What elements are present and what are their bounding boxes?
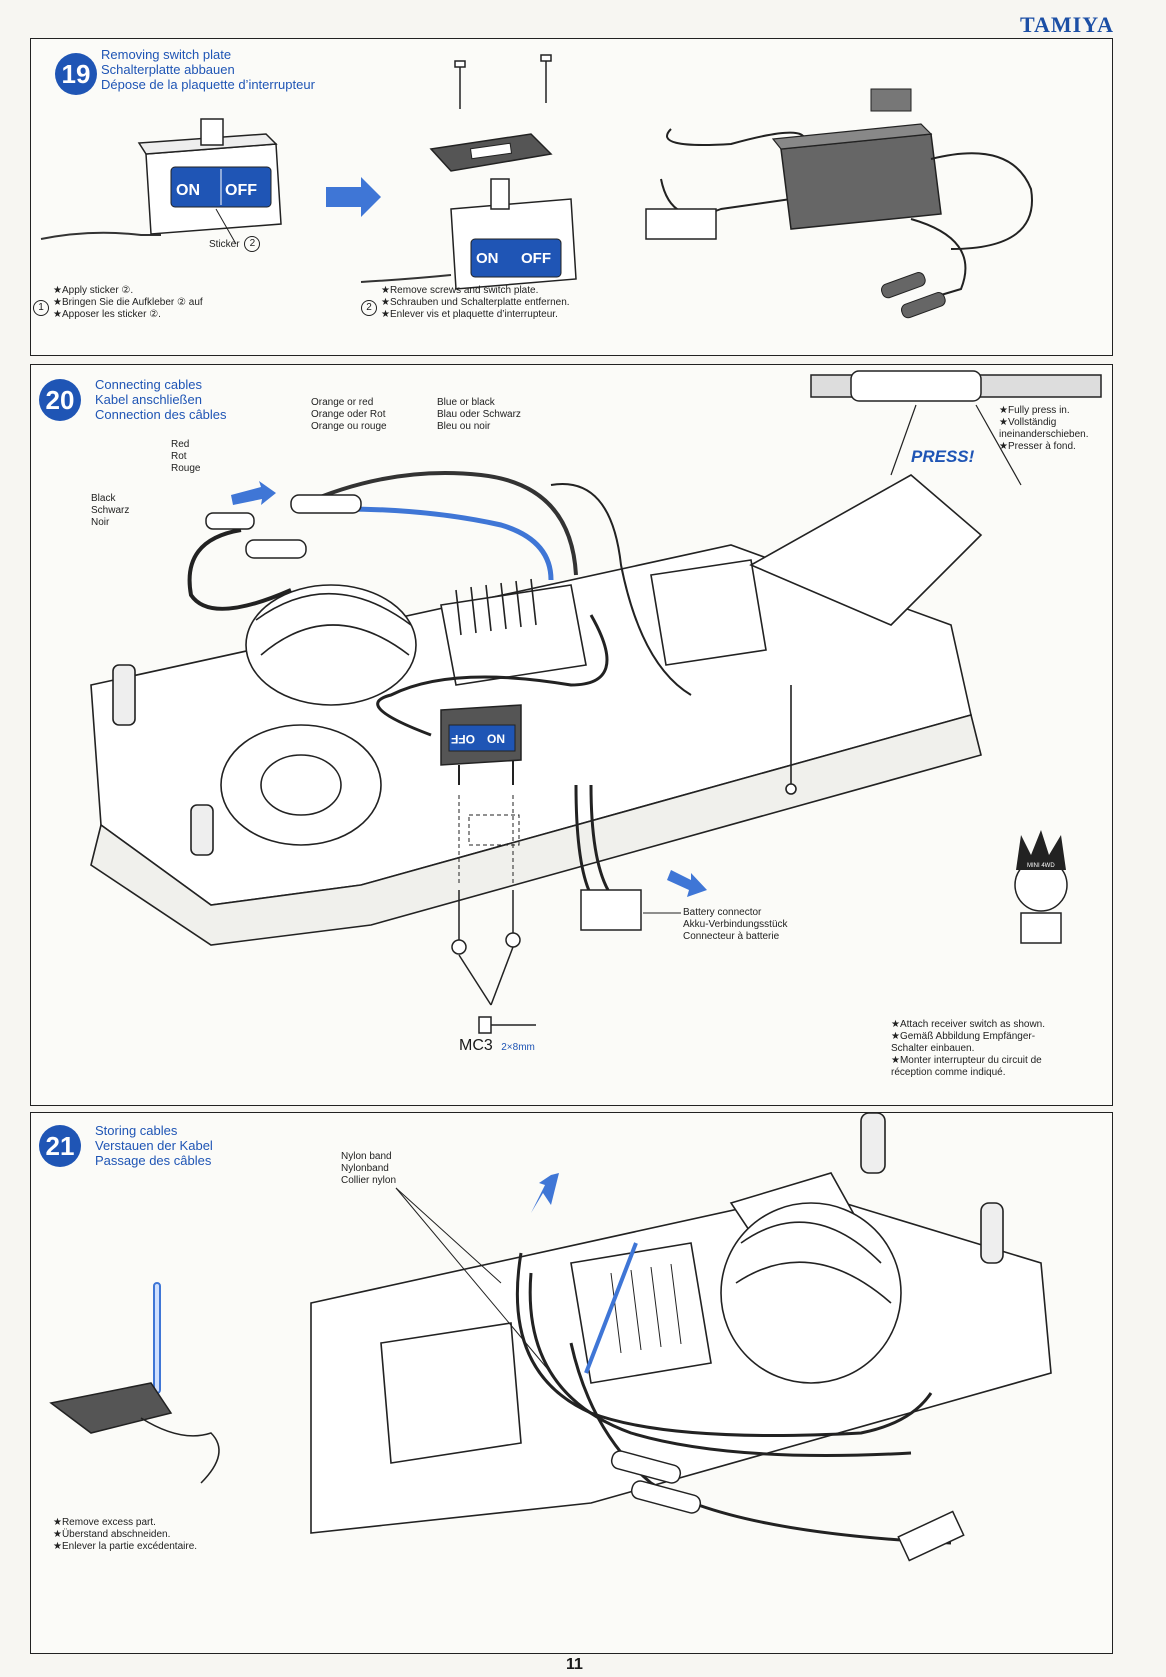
substep-2-number: 2 (361, 300, 377, 316)
title-fr: Passage des câbles (95, 1153, 212, 1168)
black-fr: Noir (91, 517, 110, 528)
cut-fr: ★Enlever la partie excédentaire. (53, 1541, 198, 1552)
step-titles: Removing switch plate Schalterplatte abb… (101, 47, 315, 92)
fully-press-note: ★Fully press in. ★Vollständig ineinander… (999, 405, 1089, 453)
blue-en: Blue or black (437, 397, 495, 408)
step-19-panel: 19 Removing switch plate Schalterplatte … (30, 38, 1113, 356)
title-de: Kabel anschließen (95, 392, 202, 407)
blue-fr: Bleu ou noir (437, 421, 491, 432)
orange-en: Orange or red (311, 397, 374, 408)
attach-en: ★Attach receiver switch as shown. (891, 1019, 1046, 1030)
switch2-on-label: ON (476, 250, 499, 267)
fully-en: ★Fully press in. (999, 405, 1070, 416)
screw-code-label: MC3 (459, 1037, 493, 1054)
title-de: Schalterplatte abbauen (101, 62, 235, 77)
cable-storing-illustration (49, 1112, 1052, 1562)
step-20-panel: 20 Connecting cables Kabel anschließen C… (30, 364, 1113, 1106)
battery-connector-label: Battery connector Akku-Verbindungsstück … (683, 907, 788, 943)
nylon-band-label: Nylon band Nylonband Collier nylon (341, 1151, 396, 1187)
black-de: Schwarz (91, 505, 130, 516)
sticker-number: 2 (244, 236, 261, 252)
red-wire-label: Red Rot Rouge (171, 439, 200, 475)
black-en: Black (91, 493, 116, 504)
nylon-de: Nylonband (341, 1163, 389, 1174)
step-number-badge: 20 (39, 379, 81, 421)
title-fr: Dépose de la plaquette d’interrupteur (101, 77, 315, 92)
title-en: Connecting cables (95, 377, 202, 392)
red-de: Rot (171, 451, 187, 462)
substep-1-number: 1 (33, 300, 49, 316)
title-de: Verstauen der Kabel (95, 1138, 213, 1153)
attach-fr: ★Monter interrupteur du circuit de (891, 1055, 1042, 1066)
orange-wire-label: Orange or red Orange oder Rot Orange ou … (311, 397, 387, 433)
step-21-panel: 21 Storing cables Verstauen der Kabel Pa… (30, 1112, 1113, 1654)
substep-1-en: ★Apply sticker ②. (53, 285, 134, 296)
substep-1-fr: ★Apposer les sticker ②. (53, 309, 161, 320)
screw-code: MC3 2×8mm (459, 1037, 535, 1055)
orange-fr: Orange ou rouge (311, 421, 387, 432)
cut-de: ★Überstand abschneiden. (53, 1529, 171, 1540)
substep-2-fr: ★Enlever vis et plaquette d’interrupteur… (381, 309, 558, 320)
switch-illustrations: ON OFF ON OFF (40, 54, 1033, 319)
blue-de: Blau oder Schwarz (437, 409, 521, 420)
substep-1-de: ★Bringen Sie die Aufkleber ② auf (53, 297, 203, 308)
battery-fr: Connecteur à batterie (683, 931, 780, 942)
black-wire-label: Black Schwarz Noir (91, 493, 129, 529)
title-en: Removing switch plate (101, 47, 232, 62)
nylon-en: Nylon band (341, 1151, 392, 1162)
title-fr: Connection des câbles (95, 407, 227, 422)
substep-2-de: ★Schrauben und Schalterplatte entfernen. (381, 297, 570, 308)
substep-1-text: ★Apply sticker ②. ★Bringen Sie die Aufkl… (53, 285, 203, 321)
remove-excess-note: ★Remove excess part. ★Überstand abschnei… (53, 1517, 197, 1553)
switch-off-label: OFF (225, 182, 257, 199)
orange-de: Orange oder Rot (311, 409, 386, 420)
attach-fr-2: réception comme indiqué. (891, 1067, 1006, 1078)
nylon-fr: Collier nylon (341, 1175, 397, 1186)
step-number-badge: 21 (39, 1125, 81, 1167)
mascot-cap-text: MINI 4WD (1027, 863, 1055, 869)
fully-de: ★Vollständig (999, 417, 1057, 428)
step-titles: Storing cables Verstauen der Kabel Passa… (95, 1123, 213, 1168)
step-number-badge: 19 (55, 53, 97, 95)
sticker-label: Sticker (209, 239, 240, 250)
press-label: PRESS! (911, 447, 975, 466)
receiver-switch-on-label: ON (487, 732, 505, 746)
red-fr: Rouge (171, 463, 201, 474)
blue-wire-label: Blue or black Blau oder Schwarz Bleu ou … (437, 397, 521, 433)
title-en: Storing cables (95, 1123, 178, 1138)
fully-fr: ★Presser à fond. (999, 441, 1076, 452)
red-en: Red (171, 439, 190, 450)
attach-switch-note: ★Attach receiver switch as shown. ★Gemäß… (891, 1019, 1101, 1079)
fully-de-2: ineinanderschieben. (999, 429, 1089, 440)
chassis-connection-illustration: OFF ON MINI 4WD (90, 370, 1102, 1034)
cut-en: ★Remove excess part. (53, 1517, 156, 1528)
brand-logo: TAMIYA (1019, 12, 1114, 37)
battery-en: Battery connector (683, 907, 762, 918)
sticker-callout: Sticker 2 (209, 236, 261, 253)
attach-de: ★Gemäß Abbildung Empfänger- (891, 1031, 1036, 1042)
substep-2-text: ★Remove screws and switch plate. ★Schrau… (381, 285, 570, 321)
switch2-off-label: OFF (521, 250, 551, 267)
page-number: 11 (566, 1656, 583, 1673)
substep-2-en: ★Remove screws and switch plate. (381, 285, 539, 296)
screw-size-label: 2×8mm (501, 1042, 535, 1053)
attach-de-2: Schalter einbauen. (891, 1043, 975, 1054)
receiver-switch-off-label: OFF (451, 732, 475, 746)
battery-de: Akku-Verbindungsstück (683, 919, 788, 930)
switch-on-label: ON (176, 182, 200, 199)
step-titles: Connecting cables Kabel anschließen Conn… (95, 377, 227, 422)
